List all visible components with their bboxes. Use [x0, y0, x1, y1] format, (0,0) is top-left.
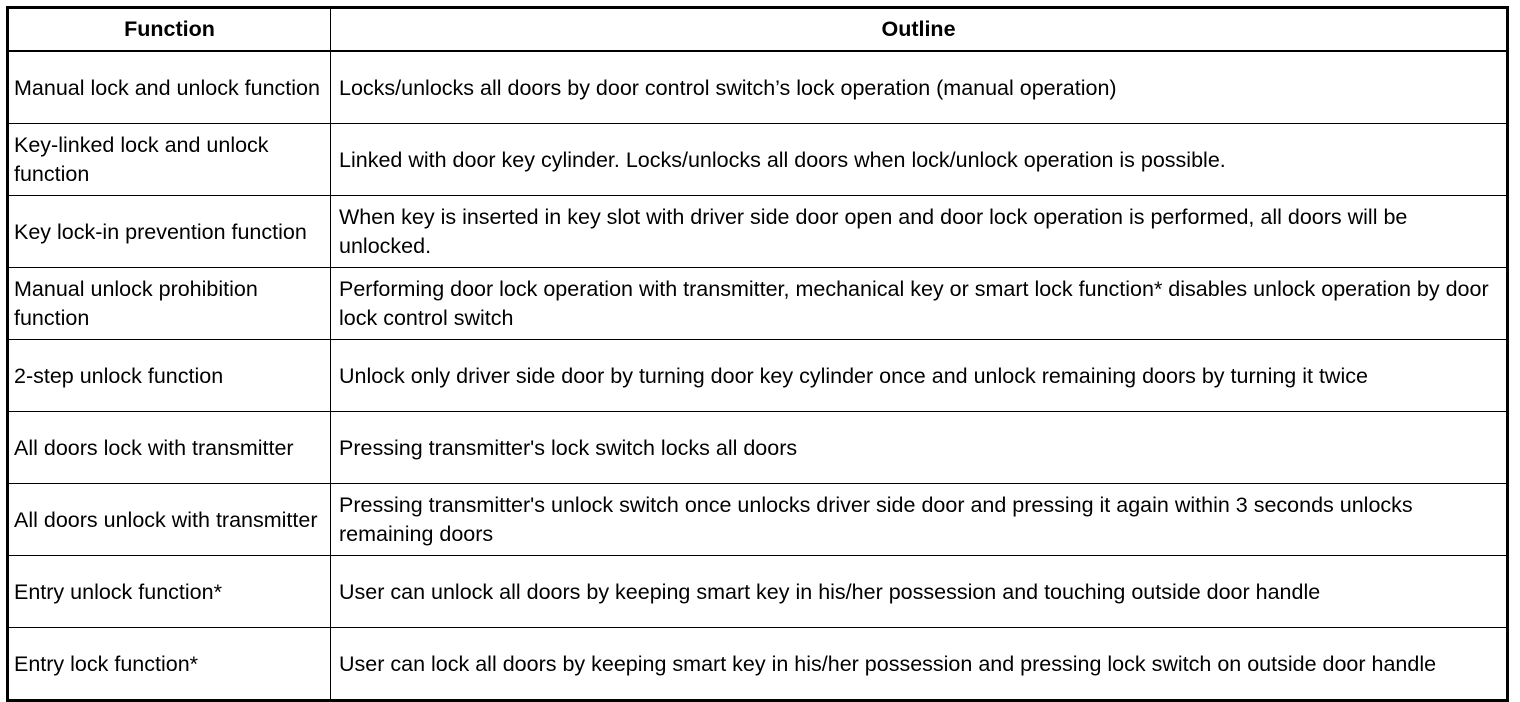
table-row: 2-step unlock function Unlock only drive…	[7, 339, 1508, 412]
document-page: Function Outline Manual lock and unlock …	[6, 6, 1509, 702]
table-row: Entry unlock function* User can unlock a…	[7, 555, 1508, 628]
table-row: Manual unlock prohibition function Perfo…	[7, 267, 1508, 340]
function-cell: Manual unlock prohibition function	[7, 267, 331, 340]
outline-cell: User can unlock all doors by keeping sma…	[330, 555, 1508, 628]
outline-cell: Pressing transmitter's unlock switch onc…	[330, 483, 1508, 556]
table-row: All doors lock with transmitter Pressing…	[7, 411, 1508, 484]
table-row: Key lock-in prevention function When key…	[7, 195, 1508, 268]
function-cell: 2-step unlock function	[7, 339, 331, 412]
outline-cell: Locks/unlocks all doors by door control …	[330, 50, 1508, 124]
function-cell: Key lock-in prevention function	[7, 195, 331, 268]
function-cell: All doors lock with transmitter	[7, 411, 331, 484]
table-row: Key-linked lock and unlock function Link…	[7, 123, 1508, 196]
column-header-function: Function	[7, 7, 331, 52]
outline-cell: Unlock only driver side door by turning …	[330, 339, 1508, 412]
column-header-outline: Outline	[330, 7, 1508, 52]
function-cell: Entry unlock function*	[7, 555, 331, 628]
table-row: Entry lock function* User can lock all d…	[7, 627, 1508, 701]
table-header-row: Function Outline	[7, 7, 1508, 52]
table-row: All doors unlock with transmitter Pressi…	[7, 483, 1508, 556]
function-cell: Entry lock function*	[7, 627, 331, 701]
outline-cell: Linked with door key cylinder. Locks/unl…	[330, 123, 1508, 196]
function-cell: All doors unlock with transmitter	[7, 483, 331, 556]
function-cell: Key-linked lock and unlock function	[7, 123, 331, 196]
outline-cell: User can lock all doors by keeping smart…	[330, 627, 1508, 701]
function-cell: Manual lock and unlock function	[7, 50, 331, 124]
table-row: Manual lock and unlock function Locks/un…	[7, 50, 1508, 124]
function-outline-table: Function Outline Manual lock and unlock …	[6, 6, 1509, 702]
outline-cell: Performing door lock operation with tran…	[330, 267, 1508, 340]
outline-cell: When key is inserted in key slot with dr…	[330, 195, 1508, 268]
outline-cell: Pressing transmitter's lock switch locks…	[330, 411, 1508, 484]
